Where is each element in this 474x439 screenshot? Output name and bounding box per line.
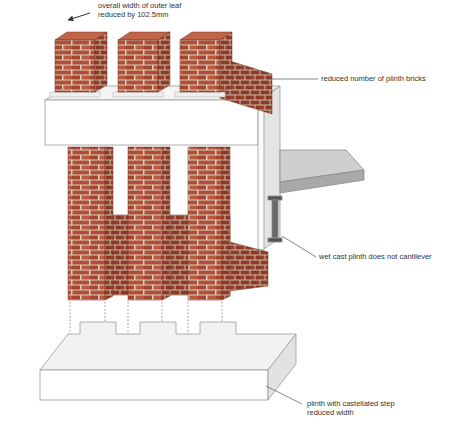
plinth-side (268, 334, 296, 400)
steel-flange (268, 196, 282, 200)
projection-line (128, 302, 129, 334)
callout-note: plinth with castellated step reduced wid… (306, 399, 420, 417)
projection-line (188, 302, 189, 334)
dimension-note: overall width of outer leaf reduced by 1… (97, 1, 211, 19)
plinth-front (40, 370, 268, 400)
brick-pier (118, 40, 158, 92)
lower-brickwork (68, 147, 268, 300)
pier-side (222, 147, 230, 300)
slab-edge (280, 170, 364, 193)
leader-line (270, 79, 318, 80)
leader-lines (266, 79, 318, 404)
brick-pier (55, 40, 95, 92)
brick-pier (188, 147, 222, 300)
brick-pier (128, 147, 162, 300)
projection-line (70, 302, 71, 334)
plinth-front (45, 100, 258, 145)
pier-side (95, 32, 107, 92)
brick-pad (113, 92, 163, 97)
floor-slab (268, 150, 364, 242)
steel-web (272, 200, 278, 238)
brick-pad (175, 92, 225, 97)
upper-brickwork (50, 32, 272, 114)
pier-side (162, 147, 170, 300)
pier-side (105, 147, 113, 300)
plinth-top (40, 322, 296, 370)
callout-note: wet cast plinth does not cantilever (318, 252, 470, 261)
leader-line (282, 236, 316, 257)
callout-note: reduced number of plinth bricks (320, 74, 470, 83)
brick-pier (68, 147, 105, 300)
castellated-plinth (40, 322, 296, 400)
width-arrow (68, 13, 90, 20)
plinth-edge (258, 100, 264, 250)
pier-side (220, 32, 232, 92)
brick-pier (180, 40, 220, 92)
pier-side (158, 32, 170, 92)
leader-line (266, 386, 302, 404)
brick-pad (50, 92, 100, 97)
steel-flange (268, 238, 282, 242)
